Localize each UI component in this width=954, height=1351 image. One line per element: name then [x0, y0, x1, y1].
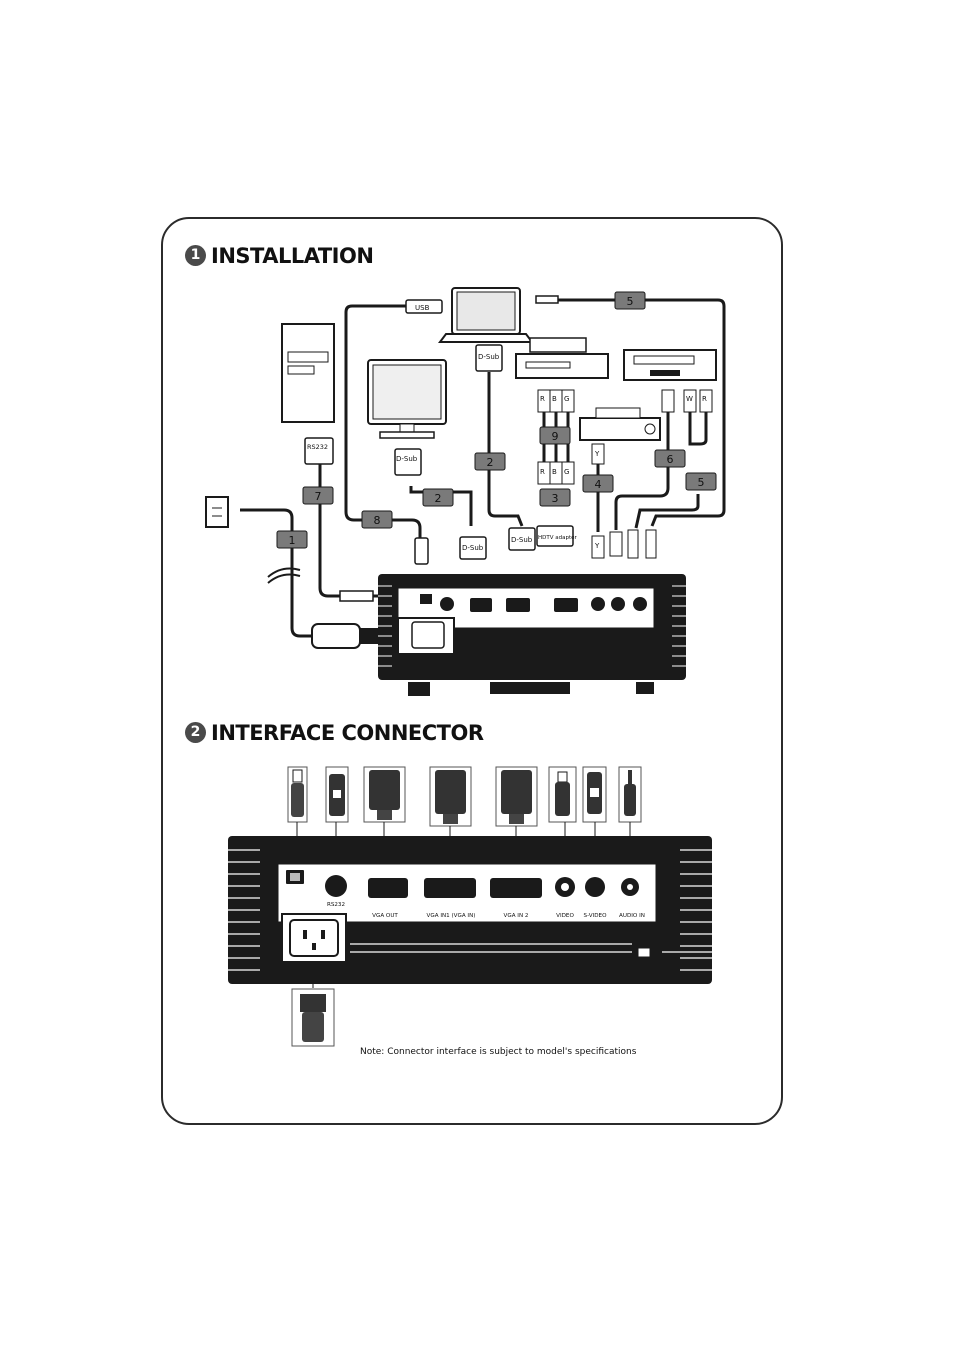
cable-badge-5-right: 5	[685, 472, 717, 491]
section-1-number: 1	[185, 245, 206, 266]
connectors	[304, 299, 574, 602]
rca-plugs	[537, 389, 713, 559]
g-label-top: G	[564, 395, 569, 403]
port-label-vga-out: VGA OUT	[372, 913, 398, 919]
receiver-icon	[579, 407, 661, 441]
cable-badge-1: 1	[276, 530, 308, 549]
vga-out-connector-tile	[363, 766, 406, 823]
section-2-title: INTERFACE CONNECTOR	[211, 721, 484, 745]
cable-badge-2-laptop: 2	[474, 452, 506, 471]
y-label-top: Y	[594, 450, 600, 458]
usb-connector-tile	[287, 766, 308, 823]
vga-in2-connector-tile	[495, 766, 538, 827]
svg-text:8: 8	[374, 514, 381, 527]
dsub-vga-out-label: D-Sub	[462, 544, 484, 552]
svg-text:2: 2	[487, 456, 494, 469]
section-1-title: INSTALLATION	[211, 244, 374, 268]
monitor-icon	[367, 359, 447, 439]
vga-in1-connector-tile	[429, 766, 472, 827]
svg-text:4: 4	[595, 478, 602, 491]
dsub-vga-in-label: D-Sub	[511, 536, 533, 544]
wall-socket-icon	[205, 496, 229, 528]
dsub-monitor-label: D-Sub	[396, 455, 418, 463]
r-label-audio: R	[702, 395, 707, 403]
port-label-video: VIDEO	[556, 913, 574, 919]
svg-text:7: 7	[315, 490, 322, 503]
port-label-audio-in: AUDIO IN	[619, 913, 645, 919]
svg-text:2: 2	[435, 492, 442, 505]
dsub-laptop-label: D-Sub	[478, 353, 500, 361]
port-label-vga-in2: VGA IN 2	[504, 913, 529, 919]
manual-panel	[161, 217, 783, 1125]
cable-badge-5-top: 5	[614, 291, 646, 310]
svg-text:5: 5	[698, 476, 705, 489]
y-label-bottom: Y	[594, 542, 600, 550]
s-video-connector-tile	[582, 766, 607, 823]
svg-text:6: 6	[667, 453, 674, 466]
rs232-connector-tile	[325, 766, 349, 823]
projector-rear-panel: RS232 VGA OUT VGA IN1 (VGA IN) VGA IN 2 …	[228, 836, 712, 984]
projector-top	[378, 574, 686, 696]
cable-badge-3: 3	[539, 488, 571, 507]
cable-badge-8: 8	[361, 510, 393, 529]
rs232-label: RS232	[307, 443, 328, 451]
cable-badge-2-monitor: 2	[422, 488, 454, 507]
laptop-icon	[438, 287, 559, 343]
g-label-bottom: G	[564, 468, 569, 476]
vcr-icon	[623, 349, 717, 381]
pc-tower-icon	[281, 323, 335, 423]
dvd-player-icon	[515, 337, 609, 379]
port-label-rs232: RS232	[327, 902, 345, 908]
cable-badge-9: 9	[539, 426, 571, 445]
r-label-top: R	[540, 395, 545, 403]
cable-badge-6: 6	[654, 449, 686, 468]
cable-break	[267, 567, 301, 584]
b-label-top: B	[552, 395, 557, 403]
audio-in-connector-tile	[618, 766, 642, 823]
svg-text:5: 5	[627, 295, 634, 308]
w-label: W	[686, 395, 693, 403]
power-connector-tile	[291, 988, 335, 1047]
cable-badges: 5 2 9 3 4 6 5 7 8 2 1	[276, 291, 717, 549]
port-label-s-video: S-VIDEO	[584, 913, 608, 919]
connector-labels: USB D-Sub RS232 D-Sub D-Sub D-Sub HDTV a…	[307, 304, 707, 552]
video-connector-tile	[548, 766, 577, 823]
connector-note: Note: Connector interface is subject to …	[360, 1047, 637, 1057]
interface-connector-tiles	[287, 766, 642, 827]
cable-badge-7: 7	[302, 486, 334, 505]
b-label-bottom: B	[552, 468, 557, 476]
cable-badge-4: 4	[582, 474, 614, 493]
port-label-vga-in1: VGA IN1 (VGA IN)	[427, 913, 476, 919]
hdtv-adapter-label: HDTV adapter	[538, 535, 578, 541]
usb-label: USB	[415, 304, 430, 312]
svg-text:1: 1	[289, 534, 296, 547]
svg-text:3: 3	[552, 492, 559, 505]
section-2-number: 2	[185, 722, 206, 743]
r-label-bottom: R	[540, 468, 545, 476]
svg-text:9: 9	[552, 430, 559, 443]
